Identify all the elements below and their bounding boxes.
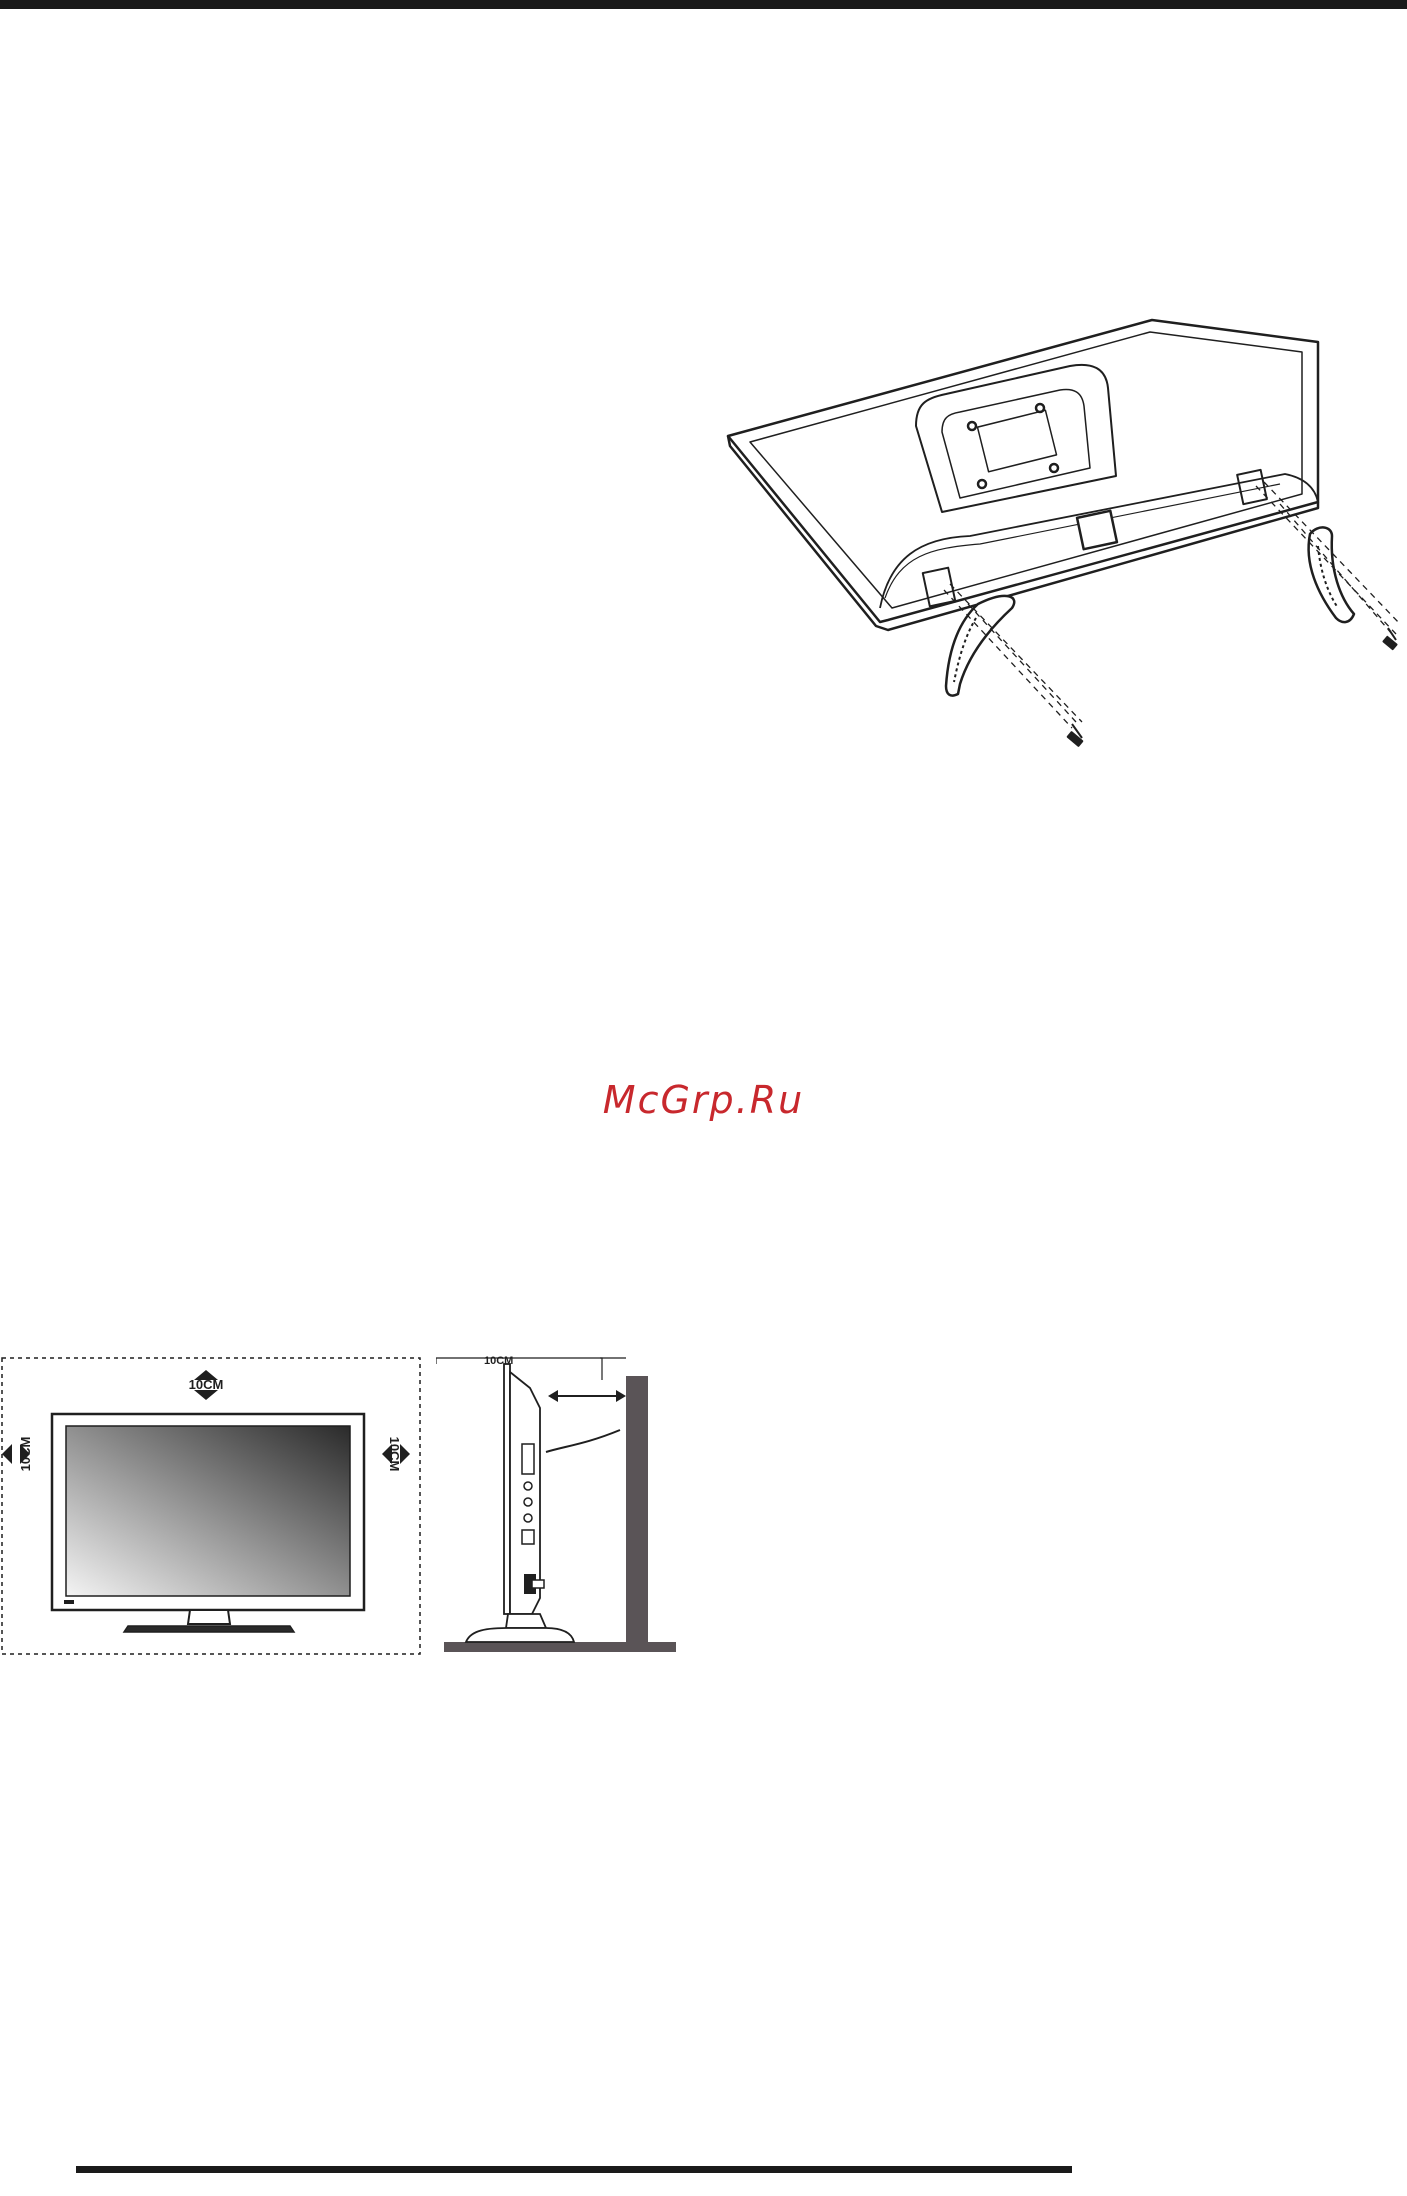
top-page-rule (0, 0, 1407, 9)
bottom-page-rule (76, 2166, 1072, 2173)
clearance-right-label: 10CM (387, 1437, 402, 1472)
stand-installation-illustration (720, 308, 1400, 768)
clearance-top-label: 10CM (189, 1377, 224, 1392)
watermark-text: McGrp.Ru (0, 1078, 1407, 1122)
clearance-left-label: 10CM (18, 1437, 33, 1472)
front-clearance-illustration: 10CM 10CM 10CM (0, 1356, 422, 1658)
side-clearance-illustration: 10CM (436, 1352, 678, 1658)
